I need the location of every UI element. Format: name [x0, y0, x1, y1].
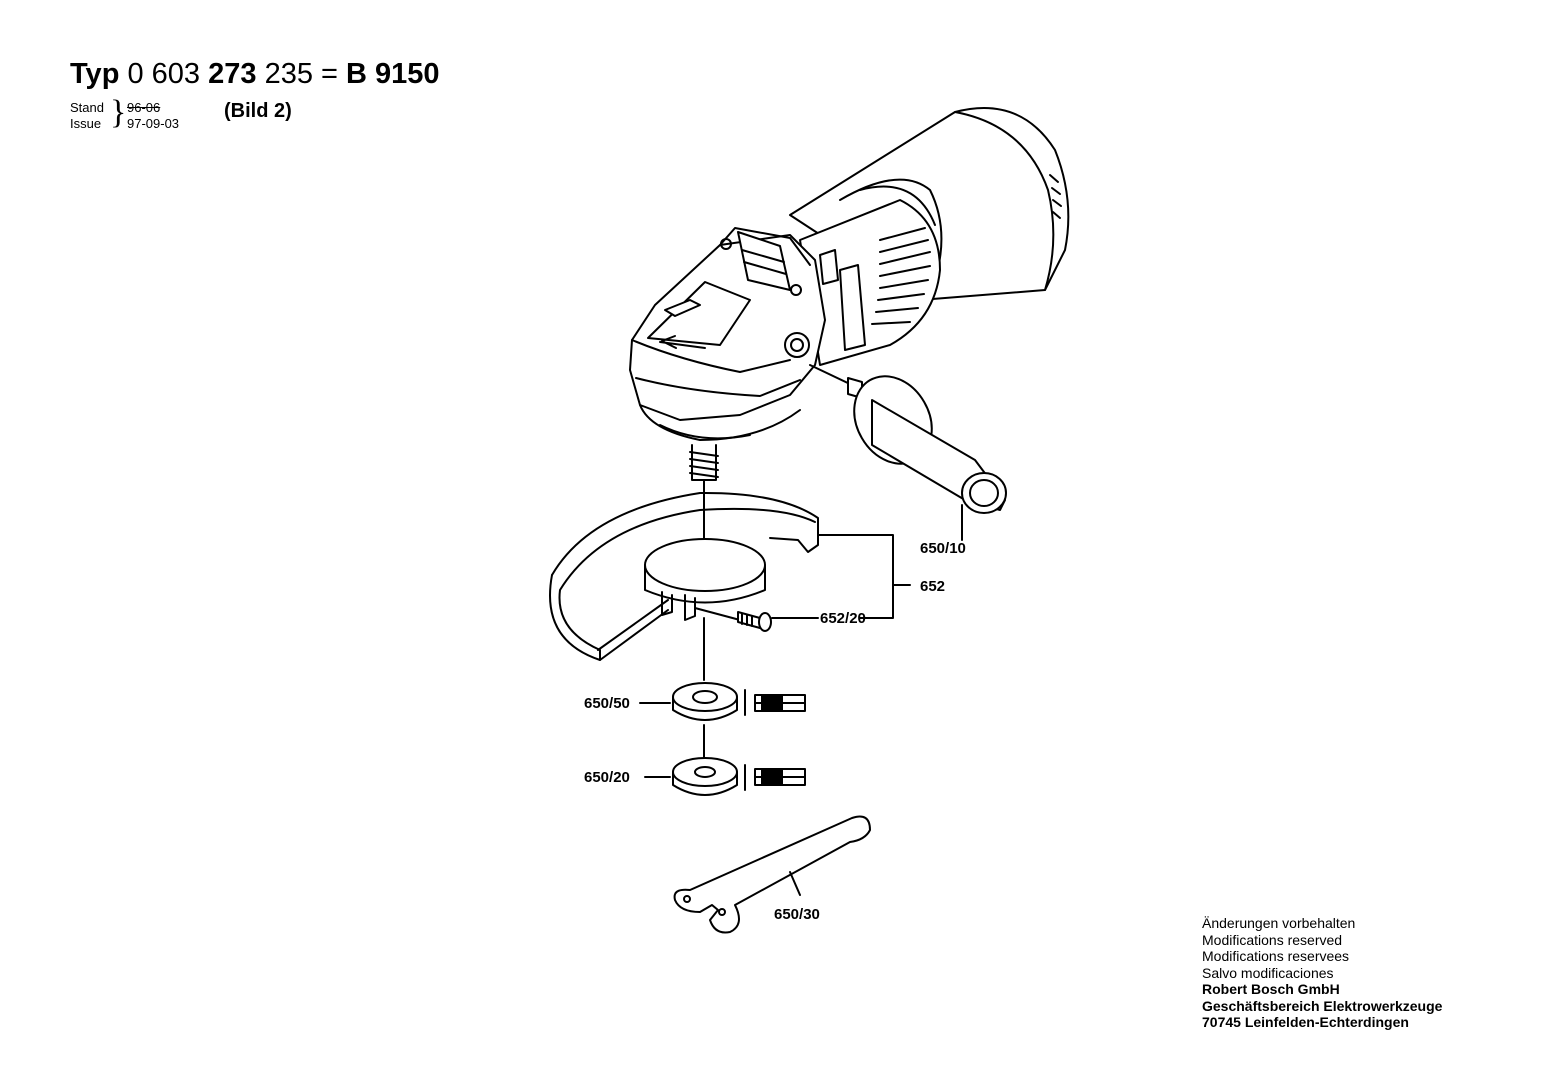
- stand-values: 96-06 97-09-03: [127, 100, 179, 132]
- footer-notice: Änderungen vorbehalten Modifications res…: [1202, 915, 1442, 1031]
- flange-650-50: [639, 617, 806, 758]
- typ-label: Typ: [70, 58, 120, 90]
- footer-division: Geschäftsbereich Elektrowerkzeuge: [1202, 997, 1443, 1014]
- spanner-wrench: [673, 815, 871, 934]
- part-number-a: 0 603: [127, 58, 201, 90]
- old-date: 96-06: [127, 100, 161, 115]
- gear-head: [629, 227, 826, 441]
- label-650-50: 650/50: [584, 695, 630, 712]
- brace-symbol: }: [110, 94, 127, 131]
- label-652-20: 652/20: [820, 610, 866, 627]
- issue-label: Issue: [70, 116, 102, 131]
- label-652: 652: [920, 578, 946, 595]
- wheel-guard: [549, 491, 911, 661]
- label-650-30: 650/30: [774, 906, 820, 923]
- part-number-c: 235: [264, 58, 313, 90]
- document-title: Typ 0 603 273 235 = B 9150: [70, 58, 440, 91]
- auxiliary-handle: [809, 364, 1007, 541]
- clamping-nut: [644, 757, 806, 796]
- footer-line-en: Modifications reserved: [1202, 931, 1343, 948]
- footer-line-fr: Modifications reservees: [1202, 948, 1350, 964]
- footer-address: 70745 Leinfelden-Echterdingen: [1202, 1014, 1409, 1030]
- stand-label: Stand: [70, 100, 104, 115]
- stand-labels: Stand Issue: [70, 100, 104, 132]
- footer-line-de: Änderungen vorbehalten: [1202, 915, 1356, 931]
- equals-sign: =: [321, 58, 338, 90]
- label-650-20: 650/20: [584, 769, 630, 786]
- part-number-b: 273: [208, 58, 257, 90]
- label-650-10: 650/10: [920, 540, 966, 557]
- grip-section: [799, 199, 941, 366]
- issue-date: 97-09-03: [127, 116, 180, 131]
- footer-line-es: Salvo modificaciones: [1202, 964, 1334, 981]
- figure-label: (Bild 2): [224, 100, 292, 122]
- model-number: B 9150: [346, 58, 440, 90]
- clamping-screw: [737, 611, 819, 632]
- footer-company: Robert Bosch GmbH: [1202, 981, 1340, 997]
